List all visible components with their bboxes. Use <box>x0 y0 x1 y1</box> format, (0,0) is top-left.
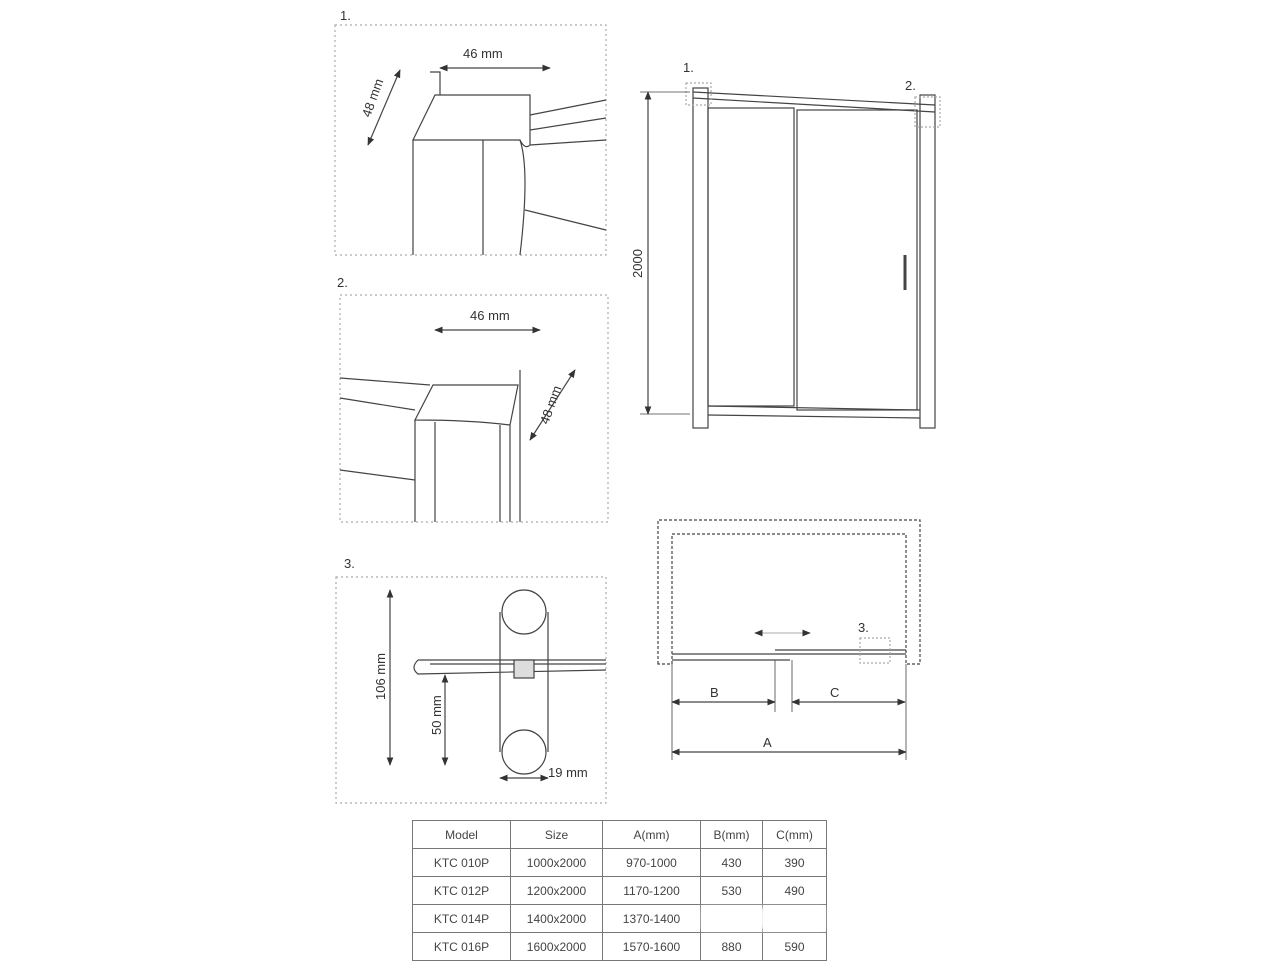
cell: KTC 012P <box>412 876 511 905</box>
detail-3-thickness: 19 mm <box>548 765 588 780</box>
plan-a-label: A <box>763 735 772 750</box>
blurred-watermark-area <box>702 907 824 930</box>
cell: KTC 014P <box>412 904 511 933</box>
cell: 530 <box>700 876 763 905</box>
plan-mark-3: 3. <box>858 620 869 635</box>
table-header-row: Model Size A(mm) B(mm) C(mm) <box>412 820 827 849</box>
detail-1-label: 1. <box>340 8 351 23</box>
cell: 390 <box>762 848 827 877</box>
cell: 1200x2000 <box>510 876 603 905</box>
detail-2-height: 48 mm <box>537 384 565 426</box>
detail-3-panel <box>335 576 607 804</box>
header-cell: C(mm) <box>762 820 827 849</box>
cell: 970-1000 <box>602 848 701 877</box>
detail-2-label: 2. <box>337 275 348 290</box>
cell: 430 <box>700 848 763 877</box>
elevation-height: 2000 <box>630 249 645 278</box>
cell: KTC 016P <box>412 932 511 961</box>
cell: KTC 010P <box>412 848 511 877</box>
cell: 1570-1600 <box>602 932 701 961</box>
detail-1-width: 46 mm <box>463 46 503 61</box>
header-cell: Model <box>412 820 511 849</box>
detail-3-label: 3. <box>344 556 355 571</box>
header-cell: B(mm) <box>700 820 763 849</box>
detail-3-total: 106 mm <box>373 653 388 700</box>
cell: 490 <box>762 876 827 905</box>
cell: 590 <box>762 932 827 961</box>
detail-2-width: 46 mm <box>470 308 510 323</box>
header-cell: A(mm) <box>602 820 701 849</box>
elevation-mark-1: 1. <box>683 60 694 75</box>
cell: 880 <box>700 932 763 961</box>
plan-b-label: B <box>710 685 719 700</box>
cell: 1170-1200 <box>602 876 701 905</box>
header-cell: Size <box>510 820 603 849</box>
plan-view <box>657 519 921 760</box>
cell: 1400x2000 <box>510 904 603 933</box>
detail-3-offset: 50 mm <box>429 695 444 735</box>
cell: 1370-1400 <box>602 904 701 933</box>
detail-2-panel <box>339 294 609 523</box>
plan-c-label: C <box>830 685 839 700</box>
cell: 1600x2000 <box>510 932 603 961</box>
detail-1-panel <box>334 24 607 256</box>
door-elevation <box>640 82 941 429</box>
cell: 1000x2000 <box>510 848 603 877</box>
elevation-mark-2: 2. <box>905 78 916 93</box>
